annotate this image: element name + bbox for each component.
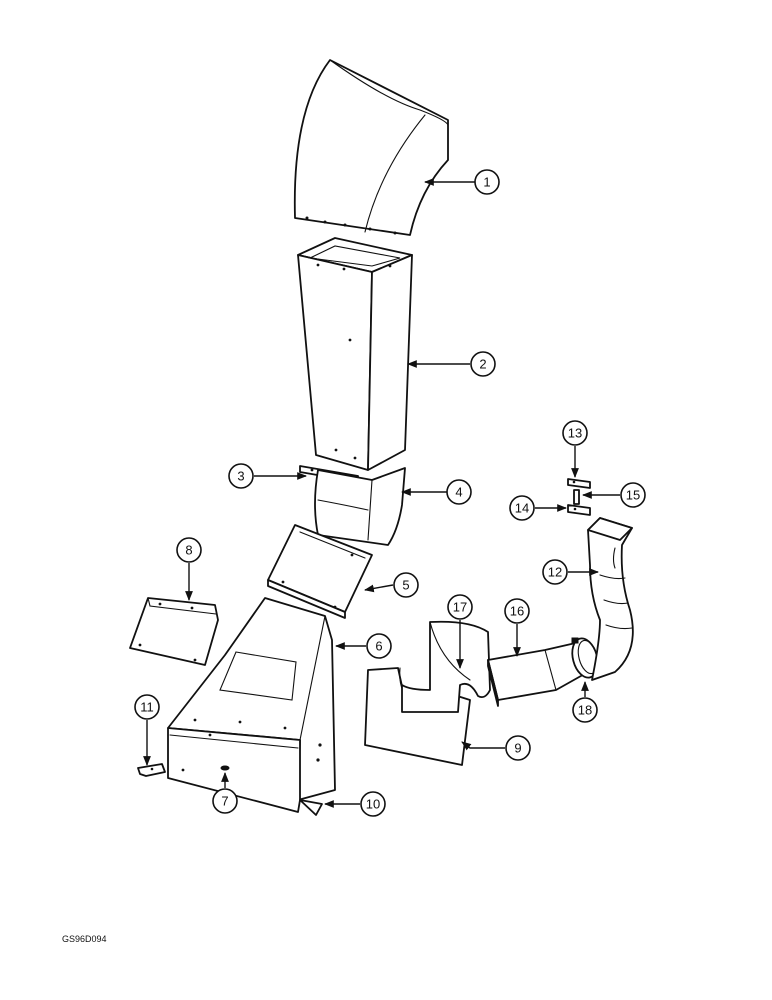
part-12-flexible-hose [587, 517, 634, 681]
svg-text:6: 6 [375, 639, 382, 654]
part-2-tapered-chute [297, 237, 413, 471]
callout-8: 8 [176, 537, 202, 563]
part-10-corner-bracket [299, 799, 323, 816]
svg-text:3: 3 [237, 469, 244, 484]
callout-10: 10 [360, 791, 386, 817]
svg-text:11: 11 [140, 700, 154, 715]
callout-16: 16 [504, 598, 530, 624]
svg-text:18: 18 [578, 703, 592, 718]
svg-text:13: 13 [568, 426, 582, 441]
part-4-transition [314, 467, 406, 546]
svg-text:2: 2 [479, 357, 486, 372]
callout-2: 2 [470, 351, 496, 377]
svg-text:10: 10 [366, 797, 380, 812]
svg-text:9: 9 [514, 741, 521, 756]
callout-14: 14 [509, 495, 535, 521]
part-5-box-duct [267, 524, 373, 619]
callout-15: 15 [620, 482, 646, 508]
part-11-clip-bracket [137, 763, 166, 777]
callout-12: 12 [542, 559, 568, 585]
svg-text:5: 5 [402, 578, 409, 593]
part-1-elbow-hood [293, 59, 449, 236]
callout-5: 5 [393, 572, 419, 598]
svg-text:4: 4 [455, 485, 462, 500]
svg-text:14: 14 [515, 501, 529, 516]
callout-18: 18 [572, 697, 598, 723]
svg-text:17: 17 [453, 600, 467, 615]
part-14-clip [567, 504, 591, 516]
part-7-clip [220, 765, 230, 771]
svg-text:16: 16 [510, 604, 524, 619]
callout-1: 1 [474, 169, 500, 195]
part-17-upper-shroud [401, 620, 491, 713]
part-16-transition-duct [487, 641, 589, 707]
diagram-code: GS96D094 [62, 934, 107, 944]
callout-3: 3 [228, 463, 254, 489]
part-15-pin [573, 489, 580, 505]
callout-6: 6 [366, 633, 392, 659]
callout-13: 13 [562, 420, 588, 446]
part-6-lower-housing [167, 597, 336, 813]
callout-11: 11 [134, 694, 160, 720]
callout-17: 17 [447, 594, 473, 620]
callout-4: 4 [446, 479, 472, 505]
part-8-cover-plate [129, 597, 219, 666]
svg-text:8: 8 [185, 543, 192, 558]
svg-text:1: 1 [483, 175, 490, 190]
leader-lines [143, 178, 620, 808]
svg-text:15: 15 [626, 488, 640, 503]
callout-7: 7 [212, 788, 238, 814]
callout-9: 9 [505, 735, 531, 761]
part-13-clip [567, 478, 591, 489]
svg-text:7: 7 [221, 794, 228, 809]
svg-text:12: 12 [548, 565, 562, 580]
